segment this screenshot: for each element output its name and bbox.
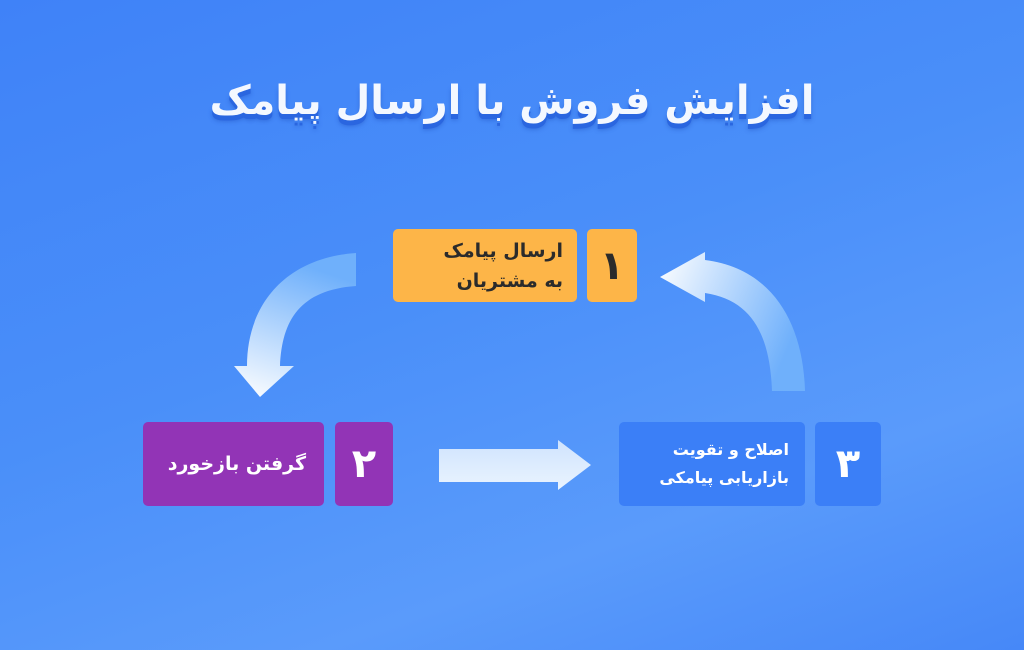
step-2-label: گرفتن بازخورد	[167, 453, 306, 475]
step-1-label: ارسال پیامک به مشتریان	[443, 239, 563, 292]
step-1-label-box: ارسال پیامک به مشتریان	[393, 229, 577, 302]
step-2-number: ۲	[351, 441, 377, 487]
step-3-label-box: اصلاح و تقویت بازاریابی پیامکی	[619, 422, 805, 506]
step-1-number-box: ۱	[587, 229, 637, 302]
step-3-number: ۳	[835, 441, 861, 487]
step-1-number: ۱	[599, 242, 625, 289]
step-2-number-box: ۲	[335, 422, 393, 506]
step-2-label-box: گرفتن بازخورد	[143, 422, 324, 506]
step-3-label: اصلاح و تقویت بازاریابی پیامکی	[659, 440, 789, 487]
page-title: افزایش فروش با ارسال پیامک	[209, 78, 815, 124]
step-3-number-box: ۳	[815, 422, 881, 506]
